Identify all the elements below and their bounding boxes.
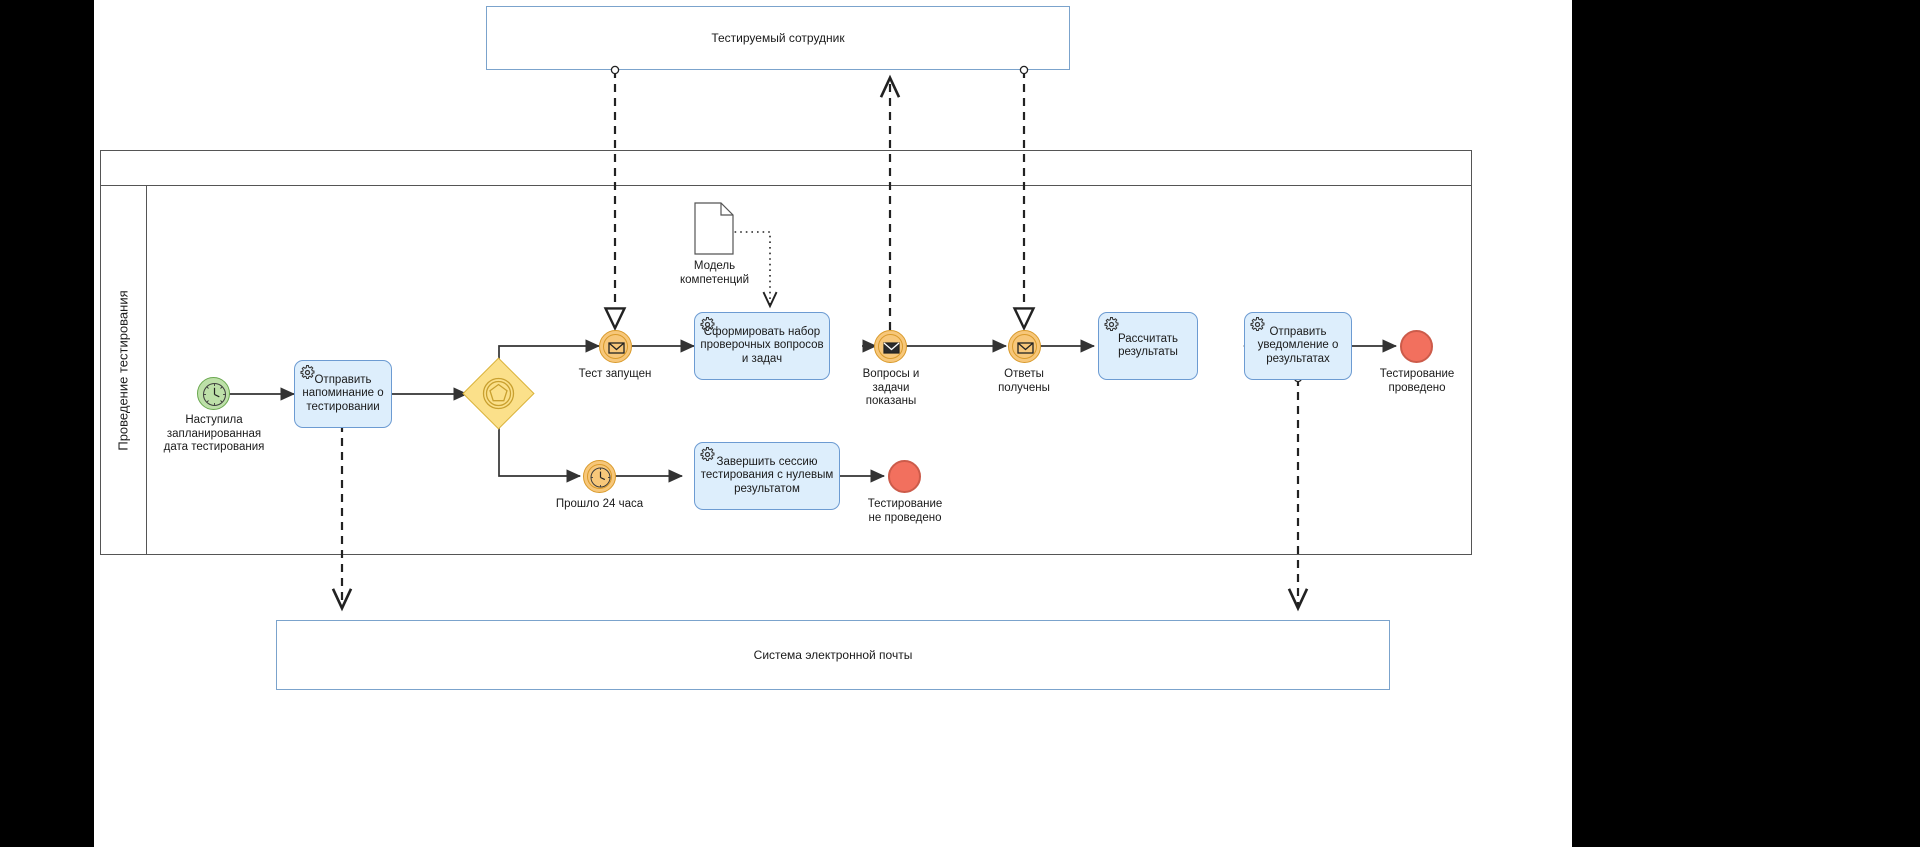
task-send-notification-label: Отправить уведомление о результатах: [1257, 325, 1339, 365]
gear-icon: [700, 317, 715, 332]
event-inner-ring: [1012, 334, 1037, 359]
lane-title-text: Проведение тестирования: [115, 290, 131, 451]
timer-event-24h-label: Прошло 24 часа: [555, 498, 644, 510]
message-catch-event-test-started[interactable]: [599, 330, 632, 363]
data-object-competency-model[interactable]: [694, 202, 734, 255]
start-event-timer[interactable]: [197, 377, 230, 410]
gear-icon: [300, 365, 315, 380]
event-questions-shown-label: Вопросы и задачи показаны: [862, 368, 920, 407]
event-test-started-label: Тест запущен: [578, 368, 652, 380]
event-gateway-icon: [482, 377, 515, 410]
pool-email-system-label: Система электронной почты: [753, 648, 913, 662]
pool-tested-employee-label: Тестируемый сотрудник: [711, 31, 845, 45]
pool-main[interactable]: [100, 150, 1472, 186]
task-form-question-set[interactable]: Сформировать набор проверочных вопросов …: [694, 312, 830, 380]
start-event-label: Наступила запланированная дата тестирова…: [163, 414, 265, 453]
task-calculate-results-label: Рассчитать результаты: [1117, 332, 1178, 359]
timer-catch-event-24h[interactable]: [583, 460, 616, 493]
gear-icon: [700, 447, 715, 462]
gear-icon: [1104, 317, 1119, 332]
task-finish-session-zero[interactable]: Завершить сессию тестирования с нулевым …: [694, 442, 840, 510]
pool-tested-employee[interactable]: Тестируемый сотрудник: [486, 6, 1070, 70]
event-inner-ring: [587, 464, 612, 489]
event-inner-ring: [878, 334, 903, 359]
task-finish-session-zero-label: Завершить сессию тестирования с нулевым …: [700, 455, 834, 495]
message-throw-event-questions-shown[interactable]: [874, 330, 907, 363]
end-event-testing-completed[interactable]: [1400, 330, 1433, 363]
lane-title-divider: [146, 186, 148, 555]
task-send-notification[interactable]: Отправить уведомление о результатах: [1244, 312, 1352, 380]
task-calculate-results[interactable]: Рассчитать результаты: [1098, 312, 1198, 380]
pool-email-system[interactable]: Система электронной почты: [276, 620, 1390, 690]
end-event-testing-failed-label: Тестирование не проведено: [867, 498, 943, 524]
gear-icon: [1250, 317, 1265, 332]
lane-title-provedenie: Проведение тестирования: [100, 186, 146, 555]
message-catch-event-answers-received[interactable]: [1008, 330, 1041, 363]
event-inner-ring: [603, 334, 628, 359]
timer-icon: [203, 383, 226, 406]
task-send-reminder[interactable]: Отправить напоминание о тестировании: [294, 360, 392, 428]
event-answers-received-label: Ответы получены: [998, 368, 1050, 394]
task-form-question-set-label: Сформировать набор проверочных вопросов …: [700, 325, 824, 365]
data-object-label: Модель компетенций: [679, 260, 750, 286]
end-event-testing-failed[interactable]: [888, 460, 921, 493]
task-send-reminder-label: Отправить напоминание о тестировании: [302, 373, 384, 413]
bpmn-canvas: Тестируемый сотрудник Система электронно…: [94, 0, 1572, 847]
end-event-testing-completed-label: Тестирование проведено: [1379, 368, 1455, 394]
